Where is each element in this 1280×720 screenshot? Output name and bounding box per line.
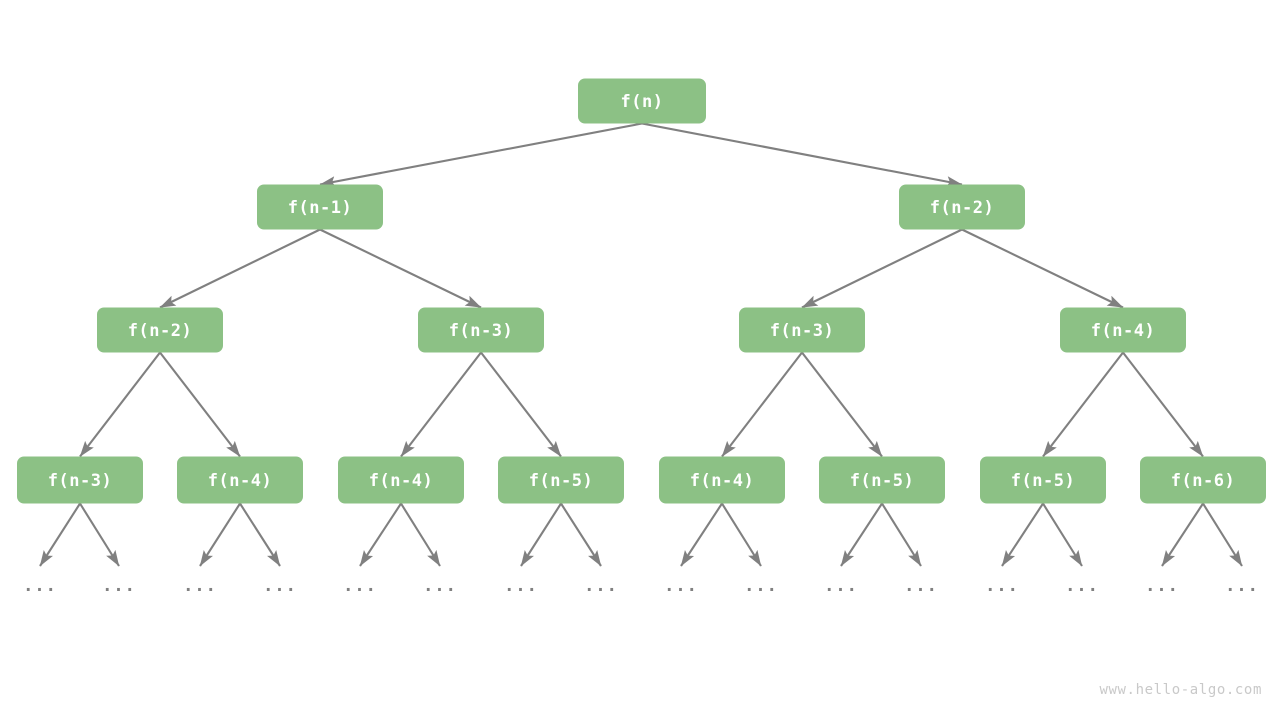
tree-node-box (980, 456, 1106, 504)
tree-node-box (819, 456, 945, 504)
tree-edge (79, 351, 161, 458)
ellipsis-marker: ... (985, 576, 1019, 596)
tree-edge (159, 351, 241, 458)
tree-node-label: f(n-4) (1091, 321, 1155, 341)
tree-leaf-edge (39, 502, 81, 567)
tree-node[interactable]: f(n-3) (17, 456, 143, 504)
tree-leaf-edge (1202, 502, 1243, 567)
tree-edge (319, 228, 482, 309)
tree-node[interactable]: f(n) (578, 78, 706, 124)
ellipsis-marker: ... (183, 576, 217, 596)
nodes-layer: f(n) f(n-1) f(n-2) f(n-2) f(n-3) f(n-3) f(n-4)… (17, 78, 1266, 504)
tree-leaf-edge (560, 502, 602, 567)
tree-node[interactable]: f(n-3) (739, 307, 865, 353)
tree-node[interactable]: f(n-1) (257, 184, 383, 230)
tree-node[interactable]: f(n-6) (1140, 456, 1266, 504)
ellipsis-layer: ........................................… (23, 576, 1259, 596)
ellipsis-marker: ... (423, 576, 457, 596)
tree-node-label: f(n-4) (690, 471, 754, 491)
ellipsis-marker: ... (1225, 576, 1259, 596)
tree-edge (319, 122, 643, 187)
tree-node-box (418, 307, 544, 353)
tree-edge (801, 228, 963, 309)
tree-leaf-edge (359, 502, 402, 567)
tree-node-label: f(n) (621, 92, 664, 112)
tree-leaf-edge (881, 502, 922, 567)
tree-node[interactable]: f(n-4) (338, 456, 464, 504)
tree-leaf-edge (1161, 502, 1204, 567)
ellipsis-marker: ... (744, 576, 778, 596)
tree-edge (721, 351, 803, 458)
tree-node[interactable]: f(n-5) (819, 456, 945, 504)
tree-edge (480, 351, 562, 458)
tree-leaf-edge (400, 502, 441, 567)
tree-leaf-edge (840, 502, 883, 567)
tree-node-label: f(n-3) (770, 321, 834, 341)
tree-node-box (498, 456, 624, 504)
tree-leaf-edge (680, 502, 723, 567)
tree-edge (641, 122, 963, 187)
tree-node-box (1060, 307, 1186, 353)
tree-node[interactable]: f(n-4) (1060, 307, 1186, 353)
tree-node-label: f(n-5) (529, 471, 593, 491)
tree-edge (1122, 351, 1204, 458)
tree-leaf-edge (239, 502, 281, 567)
tree-edge (159, 228, 321, 309)
tree-node-box (97, 307, 223, 353)
tree-leaf-edge (199, 502, 241, 567)
ellipsis-marker: ... (504, 576, 538, 596)
tree-node[interactable]: f(n-4) (177, 456, 303, 504)
tree-edge (400, 351, 482, 458)
ellipsis-marker: ... (263, 576, 297, 596)
tree-node[interactable]: f(n-4) (659, 456, 785, 504)
tree-node-box (899, 184, 1025, 230)
ellipsis-marker: ... (584, 576, 618, 596)
edges-layer (79, 122, 1204, 458)
leaf-edges-layer (39, 502, 1243, 567)
tree-leaf-edge (79, 502, 120, 567)
tree-leaf-edge (520, 502, 562, 567)
tree-node-box (257, 184, 383, 230)
tree-node[interactable]: f(n-5) (498, 456, 624, 504)
tree-leaf-edge (721, 502, 762, 567)
tree-node-box (338, 456, 464, 504)
tree-node[interactable]: f(n-3) (418, 307, 544, 353)
watermark: www.hello-algo.com (1099, 682, 1262, 698)
tree-node-label: f(n-2) (128, 321, 192, 341)
tree-node-box (739, 307, 865, 353)
ellipsis-marker: ... (1145, 576, 1179, 596)
tree-node-box (1140, 456, 1266, 504)
tree-node-box (17, 456, 143, 504)
tree-node-label: f(n-1) (288, 198, 352, 218)
ellipsis-marker: ... (23, 576, 57, 596)
ellipsis-marker: ... (1065, 576, 1099, 596)
tree-node[interactable]: f(n-2) (97, 307, 223, 353)
tree-edge (961, 228, 1124, 309)
tree-node-label: f(n-4) (208, 471, 272, 491)
ellipsis-marker: ... (102, 576, 136, 596)
tree-leaf-edge (1042, 502, 1083, 567)
tree-node[interactable]: f(n-5) (980, 456, 1106, 504)
tree-node-label: f(n-6) (1171, 471, 1235, 491)
tree-node-label: f(n-4) (369, 471, 433, 491)
tree-node-label: f(n-2) (930, 198, 994, 218)
ellipsis-marker: ... (904, 576, 938, 596)
tree-node-label: f(n-3) (48, 471, 112, 491)
tree-edge (1042, 351, 1124, 458)
tree-node[interactable]: f(n-2) (899, 184, 1025, 230)
tree-edge (801, 351, 883, 458)
tree-node-label: f(n-5) (850, 471, 914, 491)
ellipsis-marker: ... (664, 576, 698, 596)
ellipsis-marker: ... (824, 576, 858, 596)
tree-node-box (659, 456, 785, 504)
tree-leaf-edge (1001, 502, 1044, 567)
tree-node-label: f(n-3) (449, 321, 513, 341)
tree-node-box (578, 78, 706, 124)
tree-node-box (177, 456, 303, 504)
ellipsis-marker: ... (343, 576, 377, 596)
tree-node-label: f(n-5) (1011, 471, 1075, 491)
